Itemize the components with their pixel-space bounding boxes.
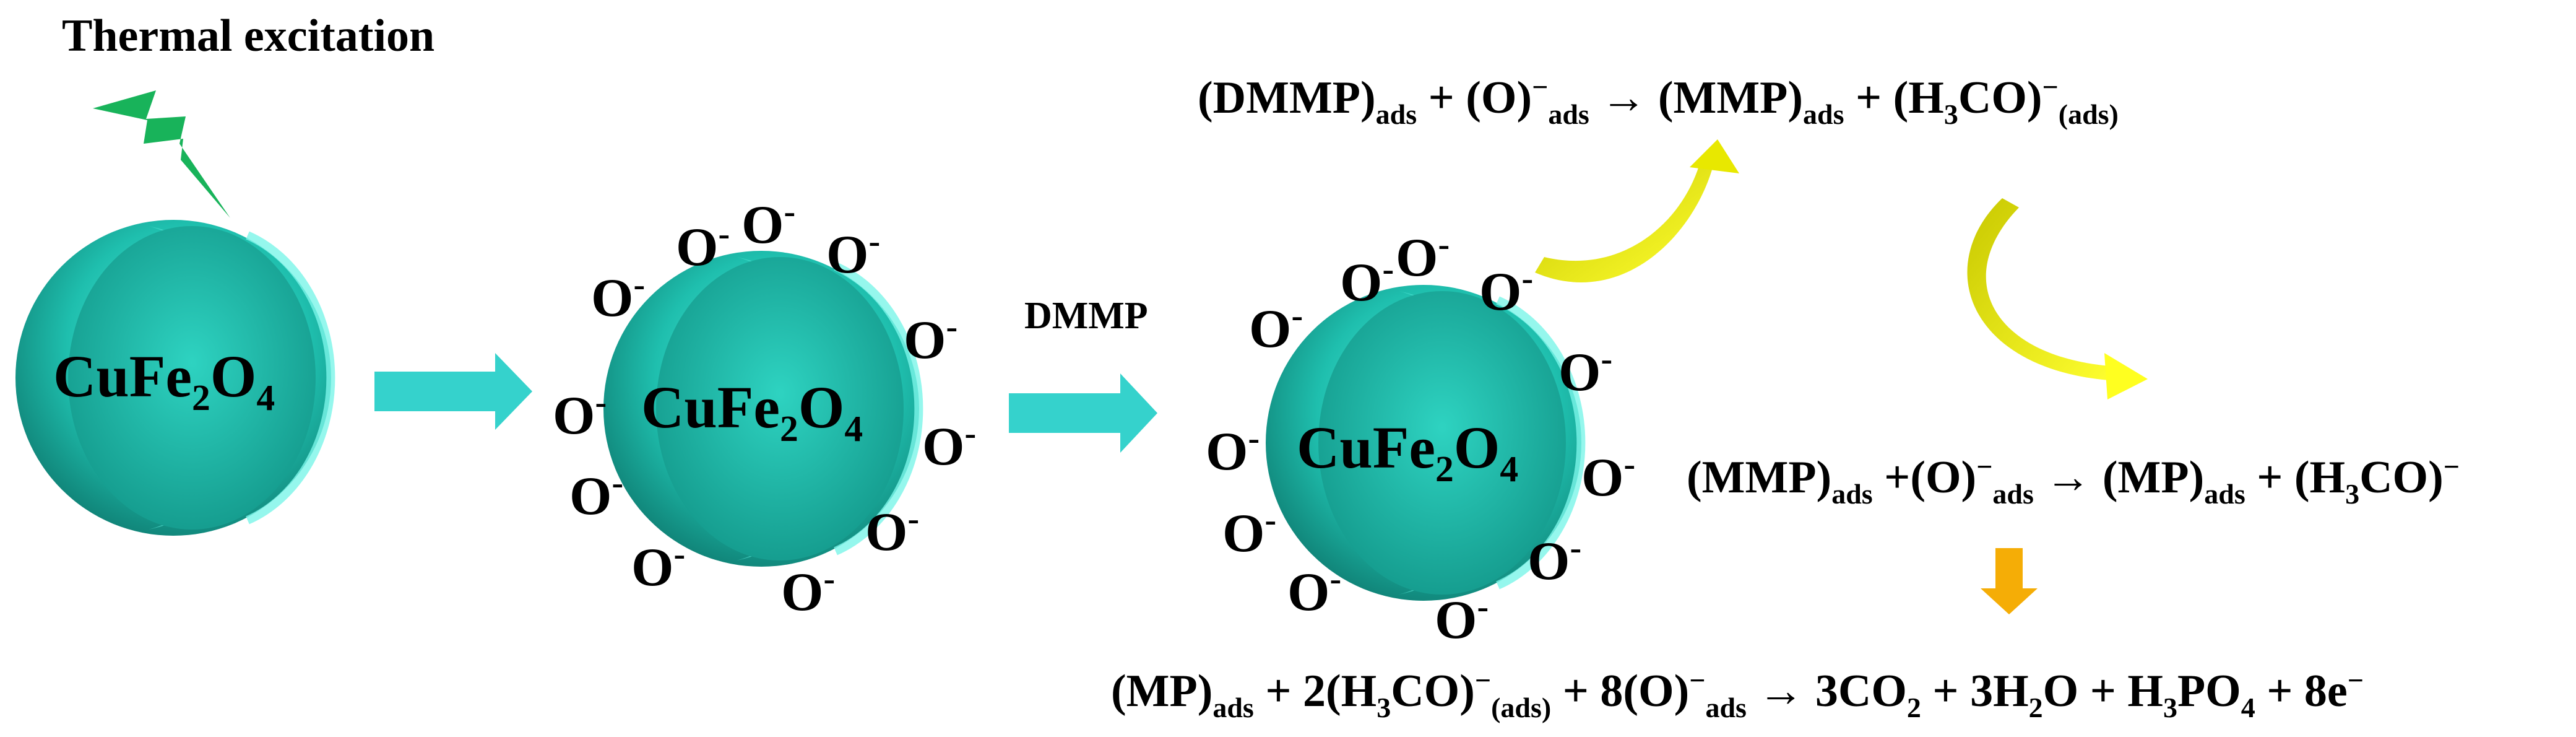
reaction-segment: 4 xyxy=(2241,692,2255,723)
oxygen-anion-label: O- xyxy=(676,215,730,277)
title: Thermal excitation xyxy=(62,11,434,61)
reaction-segment: PO xyxy=(2177,666,2241,717)
reaction-segment: CO) xyxy=(2359,452,2444,503)
oxygen-anion-label: O- xyxy=(1222,501,1276,564)
reaction-segment: + 2(H xyxy=(1254,666,1377,717)
reaction-segment: (DMMP) xyxy=(1198,72,1376,123)
particle-label: CuFe xyxy=(641,374,780,440)
reaction-segment: O + H xyxy=(2043,666,2163,717)
reaction-segment: ads xyxy=(2204,478,2245,510)
oxygen-anion-label: O- xyxy=(865,500,919,562)
reaction-segment: ads xyxy=(1376,98,1417,130)
reaction-segment: → (MP) xyxy=(2034,452,2204,503)
reaction-segment: − xyxy=(2444,451,2460,482)
reaction-segment: ads xyxy=(1803,98,1844,130)
reaction-segment: + (O) xyxy=(1417,72,1532,123)
curved-arrow-icon xyxy=(1535,139,1739,282)
particle-3: CuFe2O4 xyxy=(1266,285,1581,601)
reaction-segment: − xyxy=(1976,451,1992,482)
oxygen-anion-label: O- xyxy=(1340,250,1394,313)
particle-label: CuFe xyxy=(53,343,192,409)
oxygen-ions-particle-3: O-O-O-O-O-O-O-O-O-O-O- xyxy=(1206,225,1635,650)
reaction-segment: − xyxy=(1689,665,1705,696)
oxygen-anion-label: O- xyxy=(631,535,685,598)
oxygen-anion-label: O- xyxy=(569,464,623,526)
reaction-segment: (MMP) xyxy=(1687,452,1831,503)
reaction-segment: − xyxy=(2042,71,2059,103)
oxygen-anion-label: O- xyxy=(1528,529,1581,591)
reaction-segment: + (H xyxy=(1844,72,1944,123)
svg-text:CuFe2O4: CuFe2O4 xyxy=(641,374,863,449)
down-arrow-icon xyxy=(1981,548,2038,614)
svg-text:CuFe2O4: CuFe2O4 xyxy=(53,343,275,418)
reaction-segment: → (MMP) xyxy=(1589,72,1803,123)
oxygen-anion-label: O- xyxy=(1435,588,1489,650)
particle-label: CuFe xyxy=(1297,414,1435,481)
reaction-segment: 2 xyxy=(2029,692,2043,723)
reaction-segment: + 8e xyxy=(2255,666,2348,717)
reaction-segment: ads xyxy=(1212,692,1253,723)
oxygen-anion-label: O- xyxy=(553,383,607,446)
reaction-segment: + 3H xyxy=(1921,666,2029,717)
reaction-segment: ads xyxy=(1992,478,2033,510)
reaction-segment: 2 xyxy=(1907,692,1921,723)
svg-text:CuFe2O4: CuFe2O4 xyxy=(1297,414,1518,489)
reaction-segment: CO) xyxy=(1391,666,1475,717)
block-arrow-icon xyxy=(374,353,532,430)
reaction-segment: − xyxy=(1475,665,1491,696)
reaction-segment: (ads) xyxy=(2059,98,2119,130)
reaction-segment: − xyxy=(2348,665,2364,696)
oxygen-anion-label: O- xyxy=(591,266,645,328)
reaction-segment: ads xyxy=(1705,692,1746,723)
oxygen-anion-label: O- xyxy=(1249,297,1303,359)
particle-2: CuFe2O4 xyxy=(603,251,919,567)
oxygen-ions-particle-2: O-O-O-O-O-O-O-O-O-O-O- xyxy=(553,193,976,622)
reaction-segment: 3 xyxy=(2163,692,2177,723)
oxygen-anion-label: O- xyxy=(781,560,835,622)
reaction-segment: 3 xyxy=(2345,478,2359,510)
lightning-bolt-icon xyxy=(93,90,230,218)
oxygen-anion-label: O- xyxy=(1206,419,1260,482)
reaction-2: (MMP)ads +(O)−ads → (MP)ads + (H3CO)− xyxy=(1687,451,2460,510)
reaction-segment: 3 xyxy=(1377,692,1391,723)
oxygen-anion-label: O- xyxy=(1558,340,1612,403)
reaction-segment: ads xyxy=(1831,478,1872,510)
reaction-segment: + (H xyxy=(2245,452,2345,503)
oxygen-anion-label: O- xyxy=(826,222,880,285)
reaction-segment: ads xyxy=(1548,98,1589,130)
reaction-segment: − xyxy=(1532,71,1548,103)
oxygen-anion-label: O- xyxy=(741,193,795,255)
reaction-segment: + 8(O) xyxy=(1551,666,1689,717)
dmmp-label: DMMP xyxy=(1024,295,1148,337)
reaction-segment: +(O) xyxy=(1873,452,1977,503)
reaction-segment: CO) xyxy=(1958,72,2042,123)
oxygen-anion-label: O- xyxy=(904,308,957,370)
reaction-3: (MP)ads + 2(H3CO)−(ads) + 8(O)−ads → 3CO… xyxy=(1111,665,2364,723)
particle-1: CuFe2O4 xyxy=(15,220,331,536)
oxygen-anion-label: O- xyxy=(1287,560,1341,622)
reaction-segment: (ads) xyxy=(1491,692,1551,723)
curved-arrow-icon xyxy=(1967,198,2148,399)
reaction-segment: (MP) xyxy=(1111,666,1212,717)
oxygen-anion-label: O- xyxy=(922,414,976,477)
oxygen-anion-label: O- xyxy=(1479,259,1533,322)
block-arrow-icon xyxy=(1009,373,1157,453)
reaction-segment: → 3CO xyxy=(1747,666,1907,717)
reaction-1: (DMMP)ads + (O)−ads → (MMP)ads + (H3CO)−… xyxy=(1198,71,2119,130)
oxygen-anion-label: O- xyxy=(1396,225,1450,288)
reaction-segment: 3 xyxy=(1944,98,1958,130)
oxygen-anion-label: O- xyxy=(1581,445,1635,508)
